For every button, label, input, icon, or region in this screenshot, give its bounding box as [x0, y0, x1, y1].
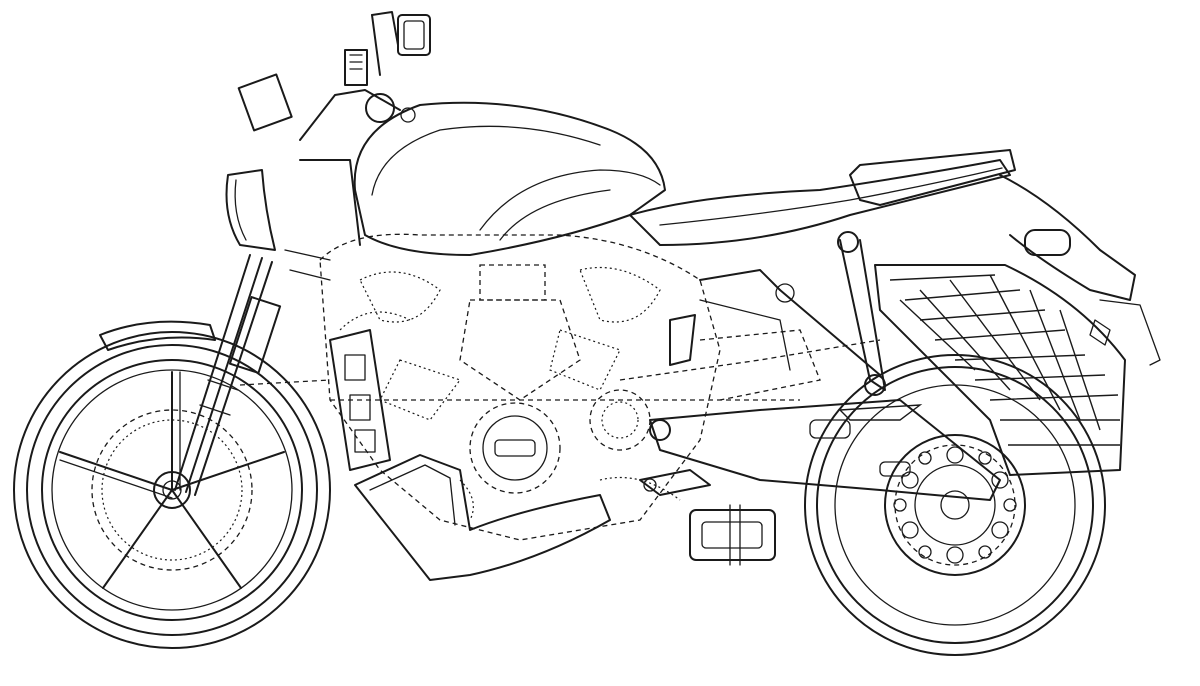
pannier-strut: [839, 239, 886, 391]
front-fender: [99, 320, 216, 351]
headlight: [225, 73, 293, 251]
front-wheel-spokes: [59, 371, 285, 589]
fuel-tank: [353, 101, 666, 256]
rear-wheel: [804, 354, 1106, 656]
engine: [239, 233, 821, 541]
front-wheel: [13, 331, 331, 649]
taillight: [1024, 229, 1071, 256]
side-pannier-rack: [775, 231, 1126, 476]
engine-cover: [469, 402, 561, 494]
footpeg: [639, 314, 711, 496]
instrument-cluster: [237, 73, 293, 132]
skid-plate: [354, 454, 611, 581]
exhaust: [689, 504, 776, 566]
rear-sprocket: [884, 434, 1026, 576]
swingarm: [649, 399, 1001, 501]
frame: [284, 159, 881, 381]
mirror: [371, 11, 431, 76]
tail-section: [849, 149, 1161, 366]
front-fork: [174, 254, 282, 496]
handlebar: [299, 49, 416, 141]
side-radiator: [329, 329, 391, 471]
rear-sprocket-holes: [893, 446, 1017, 564]
seat: [629, 159, 1011, 246]
front-brake-disc: [91, 409, 253, 571]
